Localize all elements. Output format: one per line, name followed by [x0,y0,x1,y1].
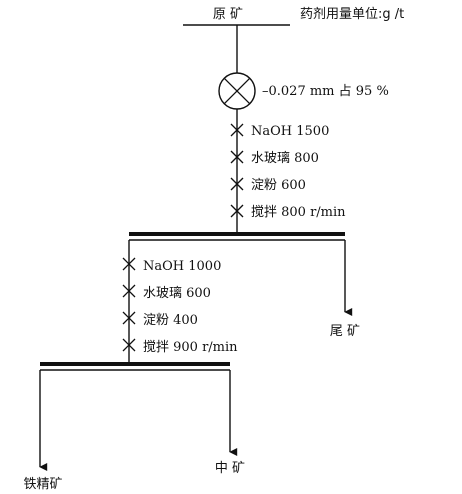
stage2-reagent-1: NaOH 1000 [122,257,221,274]
stage1-reagent-4-label: 搅拌 800 r/min [251,204,346,220]
stage1-reagent-3-mark-b [230,177,244,191]
stage2-reagent-2-mark-b [122,284,136,298]
units-note: 药剂用量单位:g /t [300,7,404,22]
stage1-reagent-4: 搅拌 800 r/min [230,204,346,220]
stage2-reagent-2-label: 水玻璃 600 [143,286,211,301]
stage2-reagent-4-mark-b [122,338,136,352]
stage1-reagent-2-label: 水玻璃 800 [251,151,319,166]
tailings-label: 尾 矿 [330,324,360,339]
stage1-reagent-3-label: 淀粉 600 [251,178,306,193]
stage1-reagent-2-mark-b [230,150,244,164]
stage2-reagent-3: 淀粉 400 [122,311,198,328]
stage2-reagent-4: 搅拌 900 r/min [122,338,238,355]
stage1-reagent-4-mark-b [230,204,244,218]
grinding-cross-b [223,77,251,105]
stage2-reagent-4-label: 搅拌 900 r/min [143,339,238,355]
stage2-reagent-2: 水玻璃 600 [122,284,211,301]
stage2-reagent-3-mark-b [122,311,136,325]
iron-concentrate-label: 铁精矿 [23,477,62,492]
feed-label: 原 矿 [213,7,243,22]
grinding-label: –0.027 mm 占 95 % [262,84,389,99]
middlings-label: 中 矿 [215,461,245,476]
stage1-cell-bar [129,232,345,236]
stage1-reagent-1-mark-b [230,123,244,137]
stage1-flotation-cell [129,232,345,241]
stage1-reagent-1-label: NaOH 1500 [251,124,329,139]
stage2-reagent-3-label: 淀粉 400 [143,313,198,328]
stage1-reagent-1: NaOH 1500 [230,123,329,139]
stage2-reagent-1-mark-b [122,257,136,271]
grinding-node [218,72,256,110]
stage1-reagent-3: 淀粉 600 [230,177,306,193]
stage2-reagent-1-label: NaOH 1000 [143,259,221,274]
stage1-reagent-2: 水玻璃 800 [230,150,319,166]
stage2-flotation-cell [40,362,230,371]
stage2-cell-bar [40,362,230,366]
